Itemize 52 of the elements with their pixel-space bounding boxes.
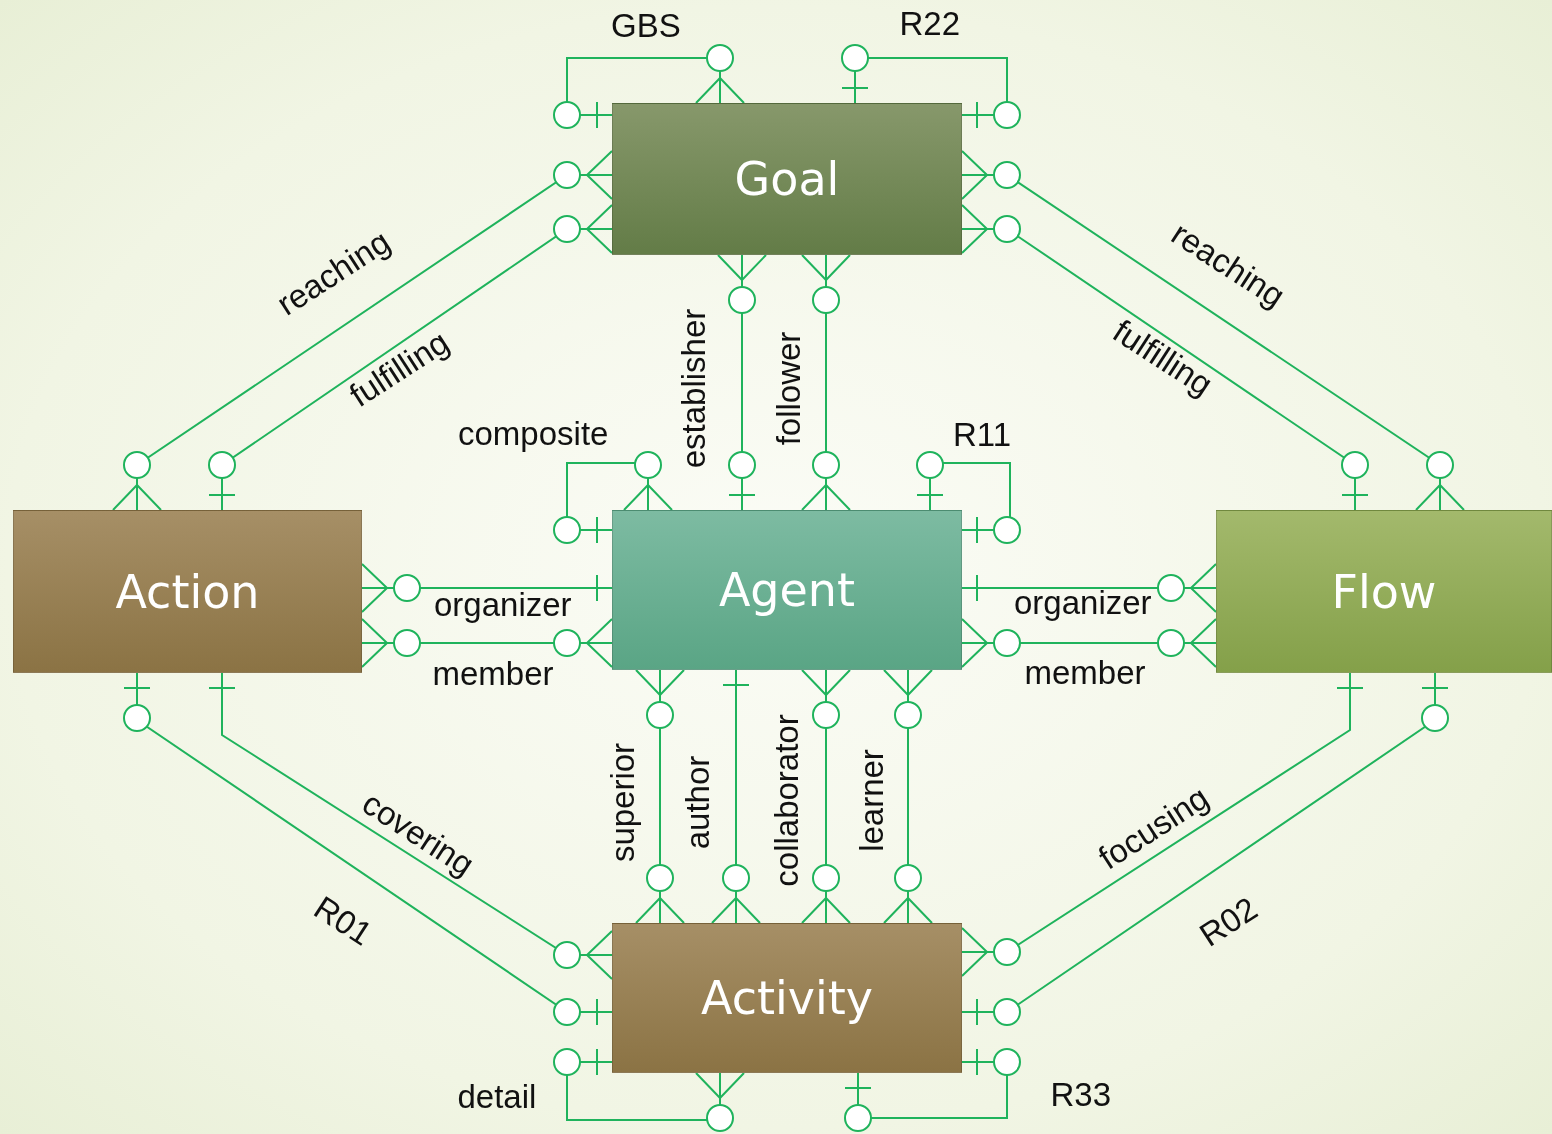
relationship-line — [717, 254, 767, 511]
edge-label: R11 — [953, 417, 1012, 451]
relationship-line — [711, 669, 761, 924]
edge-label: R01 — [308, 889, 378, 951]
entity-name: Goal — [734, 152, 840, 206]
relationship-line — [961, 150, 1465, 511]
edge-label: organizer — [434, 587, 572, 621]
edge-label: superior — [605, 742, 639, 862]
edge-label: member — [432, 656, 554, 690]
edge-label: member — [1024, 655, 1146, 689]
edge-label: GBS — [611, 8, 681, 42]
entity-name: Activity — [701, 971, 873, 1025]
edge-label: establisher — [677, 308, 711, 468]
entity-name: Agent — [718, 563, 856, 617]
relationship-line — [553, 451, 673, 544]
relationship-line — [361, 563, 613, 613]
relationship-line — [841, 44, 1021, 129]
edge-label: learner — [854, 748, 888, 852]
relationship-line — [961, 618, 1217, 668]
relationship-line — [208, 204, 613, 511]
relationship-line — [112, 150, 613, 511]
edge-label: organizer — [1014, 585, 1152, 619]
relationship-line — [844, 1048, 1021, 1132]
relationship-line — [801, 254, 851, 511]
relationship-line — [961, 672, 1449, 1026]
edge-label: detail — [457, 1079, 537, 1113]
entity-box — [612, 510, 962, 670]
edge-label: composite — [458, 416, 609, 450]
edge-label: collaborator — [769, 713, 803, 887]
relationship-line — [961, 563, 1217, 613]
entity-box — [13, 510, 362, 673]
entity-name: Flow — [1331, 564, 1437, 619]
entity-box — [612, 103, 962, 255]
entity-name: Action — [115, 564, 260, 619]
edge-label: author — [681, 755, 715, 849]
relationship-line — [208, 672, 613, 980]
edge-label: follower — [772, 331, 806, 445]
relationship-line — [883, 669, 933, 924]
edge-label: R22 — [899, 6, 961, 40]
relationship-line — [961, 672, 1364, 977]
edge-label: R33 — [1050, 1077, 1112, 1111]
relationship-line — [635, 669, 685, 924]
relationship-line — [961, 204, 1369, 511]
edge-label: R02 — [1193, 890, 1263, 952]
entity-box — [612, 923, 962, 1073]
relationship-line — [801, 669, 851, 924]
relationship-line — [361, 618, 613, 668]
relationship-line — [123, 672, 613, 1026]
relationship-line — [916, 451, 1021, 544]
entity-box — [1216, 510, 1552, 673]
relationship-line — [553, 1048, 745, 1132]
relationship-line — [553, 44, 745, 129]
